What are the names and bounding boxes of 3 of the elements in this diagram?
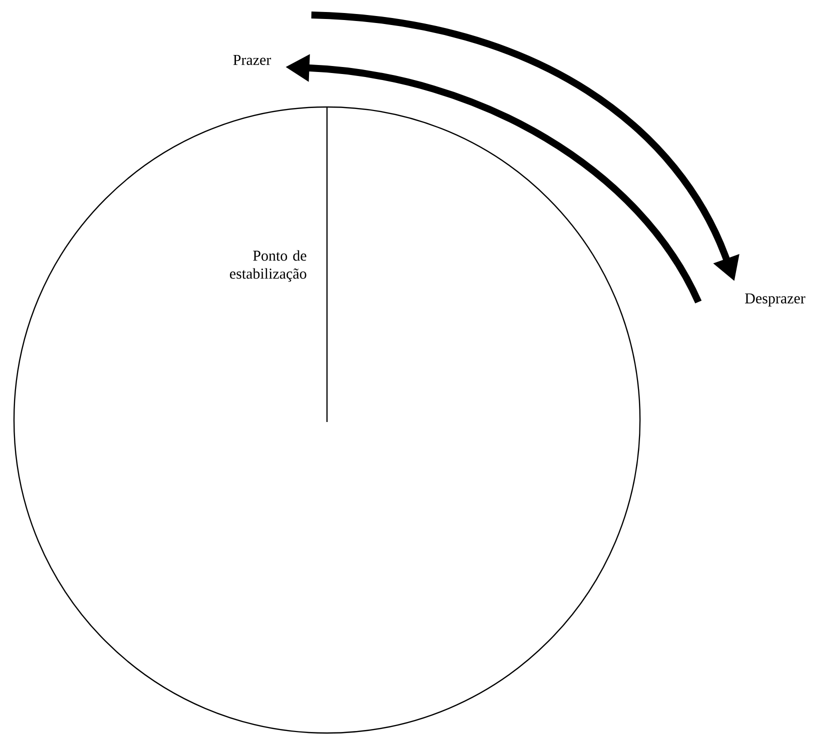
text-label: Desprazer [745,294,806,307]
text-label: Ponto de estabilização [230,250,306,282]
text-label: Prazer [233,55,272,65]
